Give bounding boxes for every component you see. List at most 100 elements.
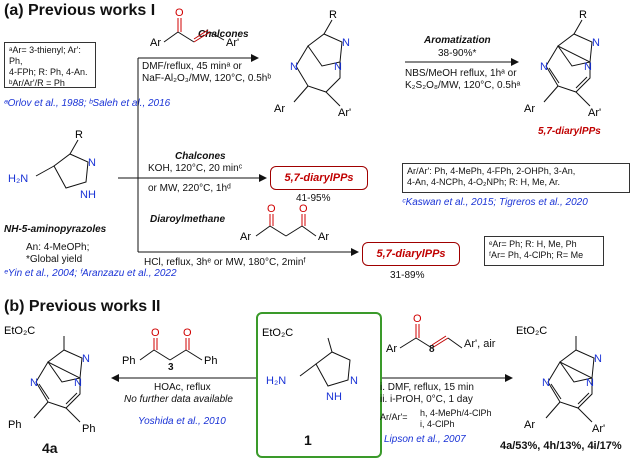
atom-o: O [267,203,276,215]
atom-n: N [290,61,298,73]
atom-o: O [413,313,422,325]
subs-line-3: ᵇAr/Ar'/R = Ph [9,78,65,88]
atom-ph: Ph [82,423,95,435]
atom-n: N [592,37,600,49]
reagent-3-structure: Ph O O Ph [122,327,217,367]
atom-n: N [594,353,602,365]
atom-ar: Ar [274,103,285,115]
atom-ar-prime: Ar' [338,107,351,119]
atom-n: N [584,61,592,73]
atom-ar: Ar [524,419,535,431]
left-cond-1: HOAc, reflux [154,382,211,393]
atom-ar-prime: Ar' [592,423,605,435]
reagent-8-structure: Ar O [386,313,463,355]
atom-ar-prime: Ar' [226,37,239,49]
atom-n: N [74,377,82,389]
atom-r: R [75,129,83,141]
atom-ar: Ar [524,103,535,115]
atom-h2n: H₂N [8,173,28,185]
subs-line-2: 4-FPh; R: Ph, 4-An. [9,67,88,77]
row3-ref: ᵉYin et al., 2004; ᶠAranzazu et al., 202… [4,268,177,279]
row2-cond-2: or MW, 220°C, 1hᵈ [148,183,231,194]
row3-product-box: 5,7-diarylPPs [362,242,460,266]
atom-n: N [350,375,358,387]
atom-n: N [540,61,548,73]
atom-ar: Ar [386,343,397,355]
row2-chalcones: Chalcones [175,151,226,162]
row3-product: 5,7-diarylPPs [376,248,446,260]
right-ref: Lipson et al., 2007 [384,434,466,445]
atom-n: N [30,377,38,389]
compound-1-box [256,312,382,458]
atom-ph: Ph [8,419,21,431]
right-subs-prefix: Ar/Ar'= [380,412,408,422]
atom-n: N [82,353,90,365]
row3-subs-line-1: ᵉAr= Ph; R: H, Me, Ph [489,239,577,249]
section-a-arrows [118,54,519,256]
atom-eto2c: EtO₂C [262,327,293,339]
row2-yield: 41-95% [296,193,331,204]
section-b-title: (b) Previous works II [4,298,161,315]
right-cond-2: ii. i-PrOH, 0°C, 1 day [380,394,473,405]
row2-subs-box: Ar/Ar': Ph, 4-MePh, 4-FPh, 2-OHPh, 3-An,… [402,163,630,193]
atom-h2n: H₂N [266,375,286,387]
right-product-structure: EtO₂C N N N Ar Ar' [516,325,605,435]
substituent-box-a: ᵃAr= 3-thienyl; Ar': Ph, 4-FPh; R: Ph, 4… [4,42,96,88]
sm-note-1: An: 4-MeOPh; [26,242,90,253]
aromatization-yield: 38-90%* [438,48,477,59]
product-4a-structure: EtO₂C N N N Ph Ph [4,325,95,435]
atom-n: N [88,157,96,169]
compound-1-num: 1 [304,432,312,448]
row2-ref: ᶜKaswan et al., 2015; Tigreros et al., 2… [402,197,588,208]
atom-ar: Ar [318,231,329,243]
atom-r: R [579,9,587,21]
sm-name: NH-5-aminopyrazoles [4,224,107,235]
atom-n: N [542,377,550,389]
row2-subs-line-1: Ar/Ar': Ph, 4-MePh, 4-FPh, 2-OHPh, 3-An, [407,166,576,176]
atom-n: N [334,61,342,73]
sm-note-2: *Global yield [26,254,83,265]
dihydro-pp-structure: R N N N Ar Ar' [274,9,351,119]
atom-o: O [183,327,192,339]
reagent-3-num: 3 [168,362,174,373]
right-air: Ar', air [464,338,496,350]
row2-product-box: 5,7-diarylPPs [270,166,368,190]
reagent-8-num: 8 [429,344,435,355]
left-ref: Yoshida et al., 2010 [138,416,226,427]
chalcones-label: Chalcones [198,29,249,40]
atom-ar: Ar [150,37,161,49]
compound-1-structure: EtO₂C N NH H₂N [262,327,358,403]
row3-yield: 31-89% [390,270,425,281]
arom-cond-2: K₂S₂O₈/MW, 120°C, 0.5hᵃ [405,80,521,91]
right-subs-i: i, 4-ClPh [420,419,455,429]
aminopyrazole-structure: R N NH H₂N [8,129,96,201]
right-subs-h: h, 4-MePh/4-ClPh [420,408,492,418]
atom-o: O [299,203,308,215]
left-cond-2: No further data available [124,394,233,405]
row3-label: Diaroylmethane [150,214,226,225]
row3-cond: HCl, reflux, 3hᵉ or MW, 180°C, 2minᶠ [144,257,306,268]
atom-ar: Ar [240,231,251,243]
atom-r: R [329,9,337,21]
chalcone-structure: Ar O Ar' [150,7,239,49]
right-yields: 4a/53%, 4h/13%, 4i/17% [500,440,622,452]
atom-nh: NH [80,189,96,201]
row1-cond-1: DMF/reflux, 45 minᵃ or [142,61,242,72]
atom-ph: Ph [204,355,217,367]
atom-nh: NH [326,391,342,403]
atom-n: N [342,37,350,49]
diaroylmethane-structure: Ar O O Ar [240,203,329,243]
atom-ar-prime: Ar' [588,107,601,119]
atom-ph: Ph [122,355,135,367]
atom-n: N [586,377,594,389]
right-cond-1: i. DMF, reflux, 15 min [380,382,474,393]
ref-orlov-saleh: ᵃOrlov et al., 1988; ᵇSaleh et al., 2016 [4,98,171,109]
atom-eto2c: EtO₂C [516,325,547,337]
row3-subs-line-2: ᶠAr= Ph, 4-ClPh; R= Me [489,250,584,260]
row3-subs-box: ᵉAr= Ph; R: H, Me, Ph ᶠAr= Ph, 4-ClPh; R… [484,236,604,266]
row2-cond-1: KOH, 120°C, 20 minᶜ [148,163,243,174]
atom-eto2c: EtO₂C [4,325,35,337]
section-a-title: (a) Previous works I [4,2,156,19]
product-4a-num: 4a [42,440,58,456]
